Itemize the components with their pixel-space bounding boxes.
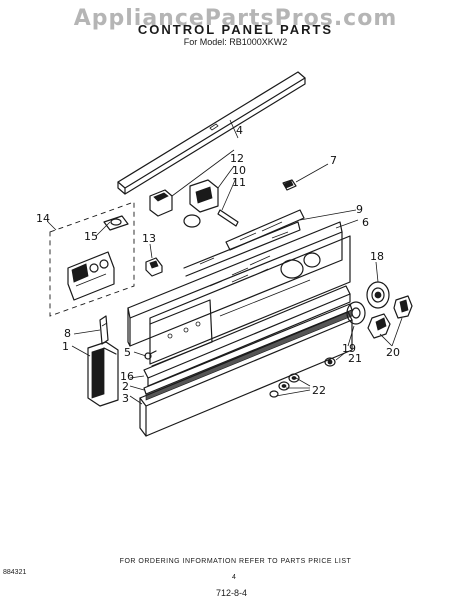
switch-part-12	[149, 189, 173, 217]
callout-16: 16	[120, 370, 134, 383]
callout-6: 6	[362, 216, 369, 229]
leader-lines	[47, 119, 403, 405]
ordering-info-note: FOR ORDERING INFORMATION REFER TO PARTS …	[119, 558, 352, 565]
callout-10: 10	[232, 164, 246, 177]
callout-3: 3	[122, 392, 129, 405]
diagram-code: 884321	[3, 569, 27, 576]
grommets-part-22	[269, 373, 300, 398]
callout-2: 2	[122, 380, 129, 393]
callout-7: 7	[330, 154, 337, 167]
callout-4: 4	[236, 124, 243, 137]
back-plate	[149, 235, 351, 367]
revision-date: 712-8-4	[216, 588, 248, 598]
knob-part-19	[346, 301, 366, 325]
overlay-part-9	[225, 209, 305, 251]
rail-part-2	[143, 303, 353, 401]
callout-1: 1	[62, 340, 69, 353]
lamp-part-11	[183, 209, 239, 228]
end-cap-part-1	[87, 341, 119, 407]
knob-part-18	[366, 281, 390, 309]
control-part-13	[145, 257, 163, 277]
bracket-part-8	[99, 315, 109, 345]
control-panel-part-6	[127, 221, 343, 347]
callout-14: 14	[36, 212, 50, 225]
callout-18: 18	[370, 250, 384, 263]
diagram-title: CONTROL PANEL PARTS	[137, 22, 334, 37]
knob-part-20	[367, 295, 413, 339]
callout-20: 20	[386, 346, 400, 359]
callout-12: 12	[230, 152, 244, 165]
switch-box-part-14	[49, 201, 135, 317]
callout-5: 5	[124, 346, 131, 359]
callout-19: 19	[342, 342, 356, 355]
callout-8: 8	[64, 327, 71, 340]
bracket-part-10	[189, 179, 219, 213]
callout-15: 15	[84, 230, 98, 243]
callout-13: 13	[142, 232, 156, 245]
callout-11: 11	[232, 176, 246, 189]
callout-22: 22	[312, 384, 326, 397]
callout-21: 21	[348, 352, 362, 365]
model-subtitle: For Model: RB1000XKW2	[183, 37, 288, 47]
nut-part-21	[324, 357, 336, 367]
page-number: 4	[232, 574, 236, 581]
callout-9: 9	[356, 203, 363, 216]
knob-part-7	[282, 179, 297, 191]
rail-part-16	[143, 285, 351, 387]
channel-part-3	[139, 311, 353, 437]
watermark: AppliancePartsPros.com	[73, 6, 398, 31]
trim-strip-part-4	[117, 71, 306, 195]
